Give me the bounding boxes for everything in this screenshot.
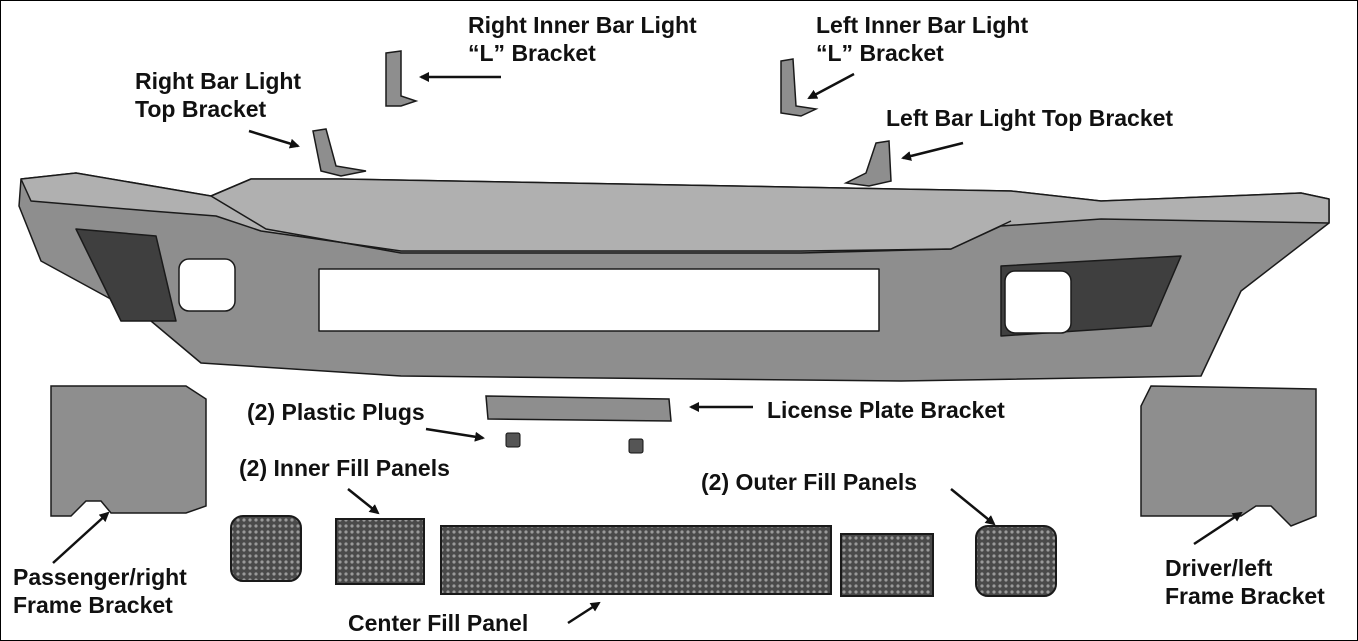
fill-panels — [230, 515, 1057, 597]
label-right-inner-l-bracket-line2: “L” Bracket — [468, 40, 596, 66]
front-bumper — [18, 172, 1330, 382]
label-passenger-frame-bracket-line2: Frame Bracket — [13, 592, 173, 618]
label-plastic-plugs: (2) Plastic Plugs — [247, 399, 425, 425]
arrow-inner-fill-panels — [347, 488, 380, 515]
label-passenger-frame-bracket: Passenger/right Frame Bracket — [13, 563, 187, 619]
driver-frame-bracket-part — [1140, 385, 1317, 527]
label-left-inner-l-bracket-line2: “L” Bracket — [816, 40, 944, 66]
license-plate-bracket-part — [485, 395, 672, 422]
bar-light-brackets — [312, 50, 892, 187]
arrow-left-top-bracket — [901, 141, 964, 161]
left-top-bracket-part — [843, 140, 892, 187]
right-top-bracket-part — [312, 128, 367, 177]
label-left-top-bracket: Left Bar Light Top Bracket — [886, 105, 1174, 131]
callout-arrows — [52, 72, 1243, 625]
label-left-inner-l-bracket: Left Inner Bar Light “L” Bracket — [816, 11, 1028, 67]
center-fill-panel-part — [440, 525, 832, 595]
label-license-plate-bracket: License Plate Bracket — [767, 397, 1005, 423]
arrow-outer-fill-panels — [950, 488, 996, 526]
arrow-passenger-frame-bracket — [52, 511, 110, 564]
arrow-driver-frame-bracket — [1193, 511, 1243, 546]
arrow-plastic-plugs — [425, 427, 485, 442]
outer-fill-panel-left — [230, 515, 302, 582]
passenger-frame-bracket-part — [50, 385, 207, 517]
arrow-right-top-bracket — [248, 129, 300, 149]
left-inner-l-bracket-part — [780, 58, 819, 117]
label-center-fill-panel: Center Fill Panel — [348, 610, 529, 636]
arrow-left-inner-l-bracket — [807, 72, 855, 100]
outer-fill-panel-right — [975, 525, 1057, 597]
label-passenger-frame-bracket-line1: Passenger/right — [13, 564, 187, 590]
label-right-top-bracket: Right Bar Light Top Bracket — [135, 67, 301, 123]
plastic-plug-2 — [628, 438, 644, 454]
plastic-plug-1 — [505, 432, 521, 448]
label-outer-fill-panels: (2) Outer Fill Panels — [701, 469, 917, 495]
inner-fill-panel-right — [840, 533, 934, 597]
label-right-inner-l-bracket: Right Inner Bar Light “L” Bracket — [468, 11, 697, 67]
label-right-inner-l-bracket-line1: Right Inner Bar Light — [468, 12, 697, 38]
label-right-top-bracket-line1: Right Bar Light — [135, 68, 302, 94]
label-driver-frame-bracket-line1: Driver/left — [1165, 555, 1273, 581]
label-right-top-bracket-line2: Top Bracket — [135, 96, 267, 122]
label-driver-frame-bracket: Driver/left Frame Bracket — [1165, 554, 1325, 610]
inner-fill-panel-left — [335, 518, 425, 585]
right-inner-l-bracket-part — [385, 50, 419, 107]
arrow-center-fill-panel — [567, 601, 601, 625]
label-left-inner-l-bracket-line1: Left Inner Bar Light — [816, 12, 1029, 38]
label-driver-frame-bracket-line2: Frame Bracket — [1165, 583, 1325, 609]
label-inner-fill-panels: (2) Inner Fill Panels — [239, 455, 450, 481]
